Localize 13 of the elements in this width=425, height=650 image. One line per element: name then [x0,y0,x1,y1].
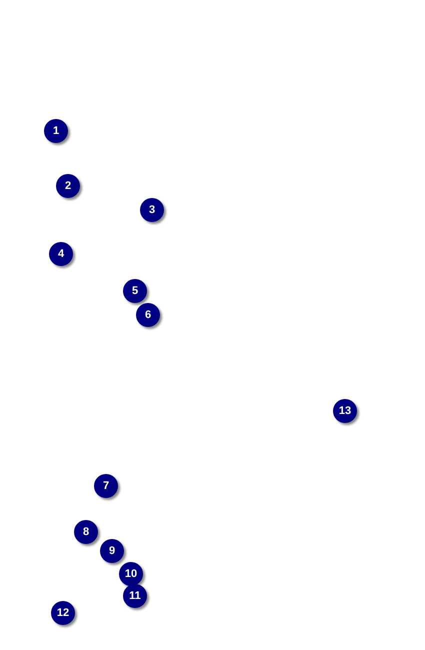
callout-number: 5 [123,279,147,303]
callout-number: 9 [100,539,124,563]
callout-number: 13 [333,399,357,423]
callout-number: 3 [140,198,164,222]
callout-number: 6 [136,303,160,327]
callout-number: 7 [94,474,118,498]
callout-number: 10 [119,562,143,586]
callout-number: 11 [123,584,147,608]
callout-number: 2 [56,174,80,198]
callout-number: 8 [74,520,98,544]
callout-number: 12 [51,601,75,625]
callout-number: 1 [44,119,68,143]
callout-number: 4 [49,242,73,266]
